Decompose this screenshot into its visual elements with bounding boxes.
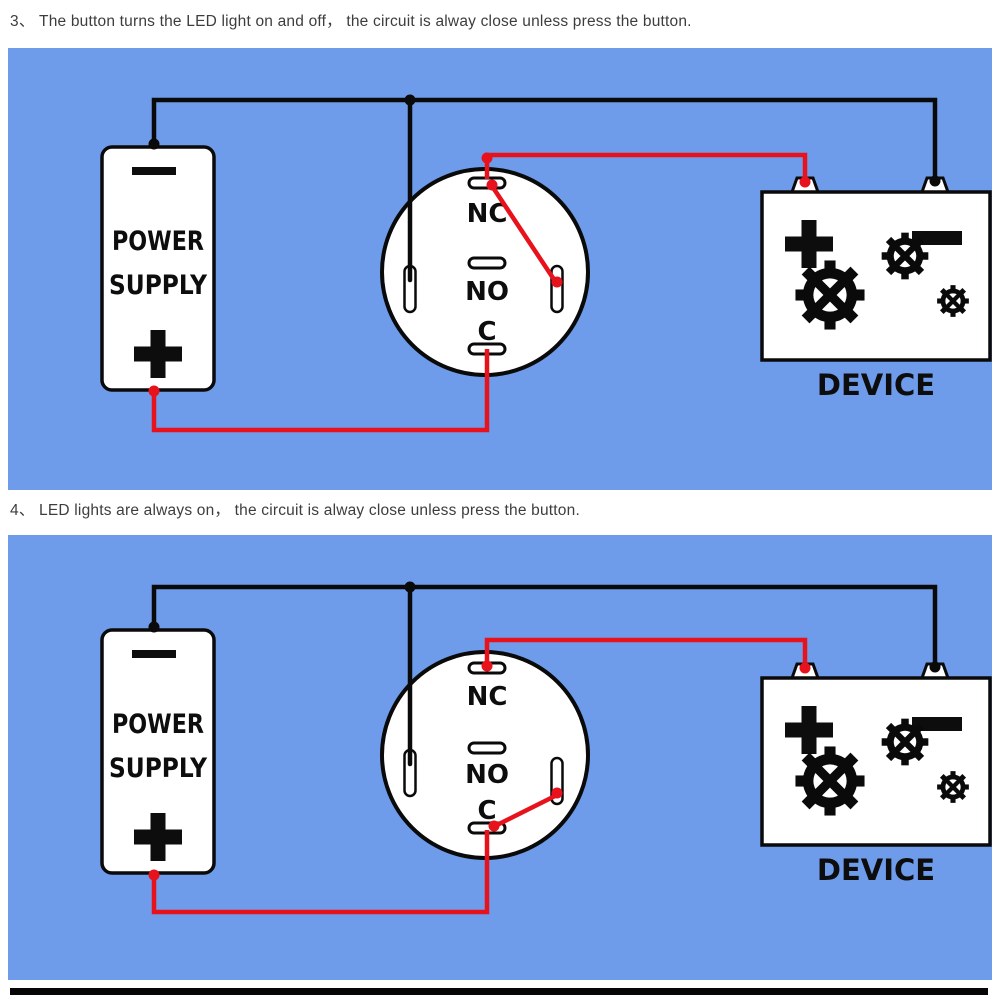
red-wire-diagonal bbox=[489, 183, 560, 287]
terminal-no-label: NO bbox=[465, 277, 509, 307]
terminal-nc-label: NC bbox=[467, 682, 508, 712]
push-button-switch: NC NO C bbox=[380, 167, 590, 377]
right-pin-slot bbox=[550, 264, 564, 314]
junction-dot-black bbox=[148, 138, 160, 150]
red-wire-nc-to-device bbox=[484, 637, 808, 670]
power-supply: POWER SUPPLY bbox=[100, 628, 216, 875]
red-wire-nc-to-device bbox=[484, 152, 808, 184]
wires bbox=[151, 584, 938, 915]
junction-dot-black bbox=[404, 94, 416, 106]
power-supply: POWER SUPPLY bbox=[100, 145, 216, 392]
circuit-diagram-no: POWER SUPPLY NC NO C bbox=[100, 581, 992, 915]
junction-dots bbox=[148, 581, 941, 881]
terminal-nc-label: NC bbox=[467, 199, 508, 229]
device-label: DEVICE bbox=[817, 368, 935, 402]
junction-dot-red bbox=[481, 660, 493, 672]
gear-icon-small bbox=[937, 771, 969, 803]
device-body bbox=[760, 676, 992, 847]
black-wire-main bbox=[151, 584, 938, 671]
wires bbox=[151, 97, 938, 433]
power-supply-label-1: POWER bbox=[112, 709, 204, 740]
device: DEVICE bbox=[760, 176, 992, 402]
gear-icon-large bbox=[795, 746, 865, 816]
black-wire-main bbox=[151, 97, 938, 185]
caption-step-3: 3、 The button turns the LED light on and… bbox=[10, 13, 692, 30]
device-label: DEVICE bbox=[817, 853, 935, 887]
diagram-panel-2: POWER SUPPLY NC NO C bbox=[8, 535, 992, 980]
junction-dot-red bbox=[481, 152, 493, 164]
junction-dot-red bbox=[799, 176, 811, 188]
device-body bbox=[760, 190, 992, 362]
device-positive-symbol bbox=[785, 706, 833, 754]
junction-dot-black bbox=[404, 581, 416, 593]
gear-icon-small bbox=[937, 285, 969, 317]
junction-dot-red bbox=[551, 276, 563, 288]
diagram-panel-1: POWER SUPPLY NC NO C bbox=[8, 48, 992, 490]
red-wire-plus-to-c bbox=[151, 349, 490, 433]
junction-dot-black bbox=[148, 621, 160, 633]
junction-dot-black bbox=[929, 175, 941, 187]
negative-terminal-symbol bbox=[132, 167, 176, 175]
terminal-no-label: NO bbox=[465, 760, 509, 790]
power-supply-label-1: POWER bbox=[112, 226, 204, 257]
terminal-no-slot bbox=[467, 741, 507, 755]
junction-dot-red bbox=[148, 385, 160, 397]
gear-icon-medium bbox=[881, 718, 929, 766]
terminal-no-slot bbox=[467, 256, 507, 270]
caption-step-4: 4、 LED lights are always on， the circuit… bbox=[10, 502, 580, 519]
terminal-c-label: C bbox=[477, 796, 496, 826]
device-negative-symbol bbox=[912, 231, 962, 245]
device: DEVICE bbox=[760, 662, 992, 887]
device-positive-symbol bbox=[785, 220, 833, 268]
junction-dot-red bbox=[488, 820, 500, 832]
circuit-diagram-nc: POWER SUPPLY NC NO C bbox=[100, 94, 992, 433]
push-button-switch: NC NO C bbox=[380, 650, 590, 860]
junction-dot-red bbox=[148, 869, 160, 881]
positive-terminal-symbol bbox=[134, 330, 182, 378]
negative-terminal-symbol bbox=[132, 650, 176, 658]
positive-terminal-symbol bbox=[134, 813, 182, 861]
terminal-c-label: C bbox=[477, 317, 496, 347]
red-wire-plus-to-c bbox=[151, 830, 490, 915]
power-supply-label-2: SUPPLY bbox=[109, 270, 207, 301]
red-wire-diagonal bbox=[492, 792, 560, 829]
bottom-crop-bar bbox=[10, 988, 988, 995]
power-supply-label-2: SUPPLY bbox=[109, 753, 207, 784]
junction-dots bbox=[148, 94, 941, 397]
gear-icon-large bbox=[795, 260, 865, 330]
junction-dot-red bbox=[799, 662, 811, 674]
junction-dot-red bbox=[486, 179, 498, 191]
gear-icon-medium bbox=[881, 232, 929, 280]
junction-dot-black bbox=[929, 661, 941, 673]
junction-dot-red bbox=[551, 787, 563, 799]
device-negative-symbol bbox=[912, 717, 962, 731]
